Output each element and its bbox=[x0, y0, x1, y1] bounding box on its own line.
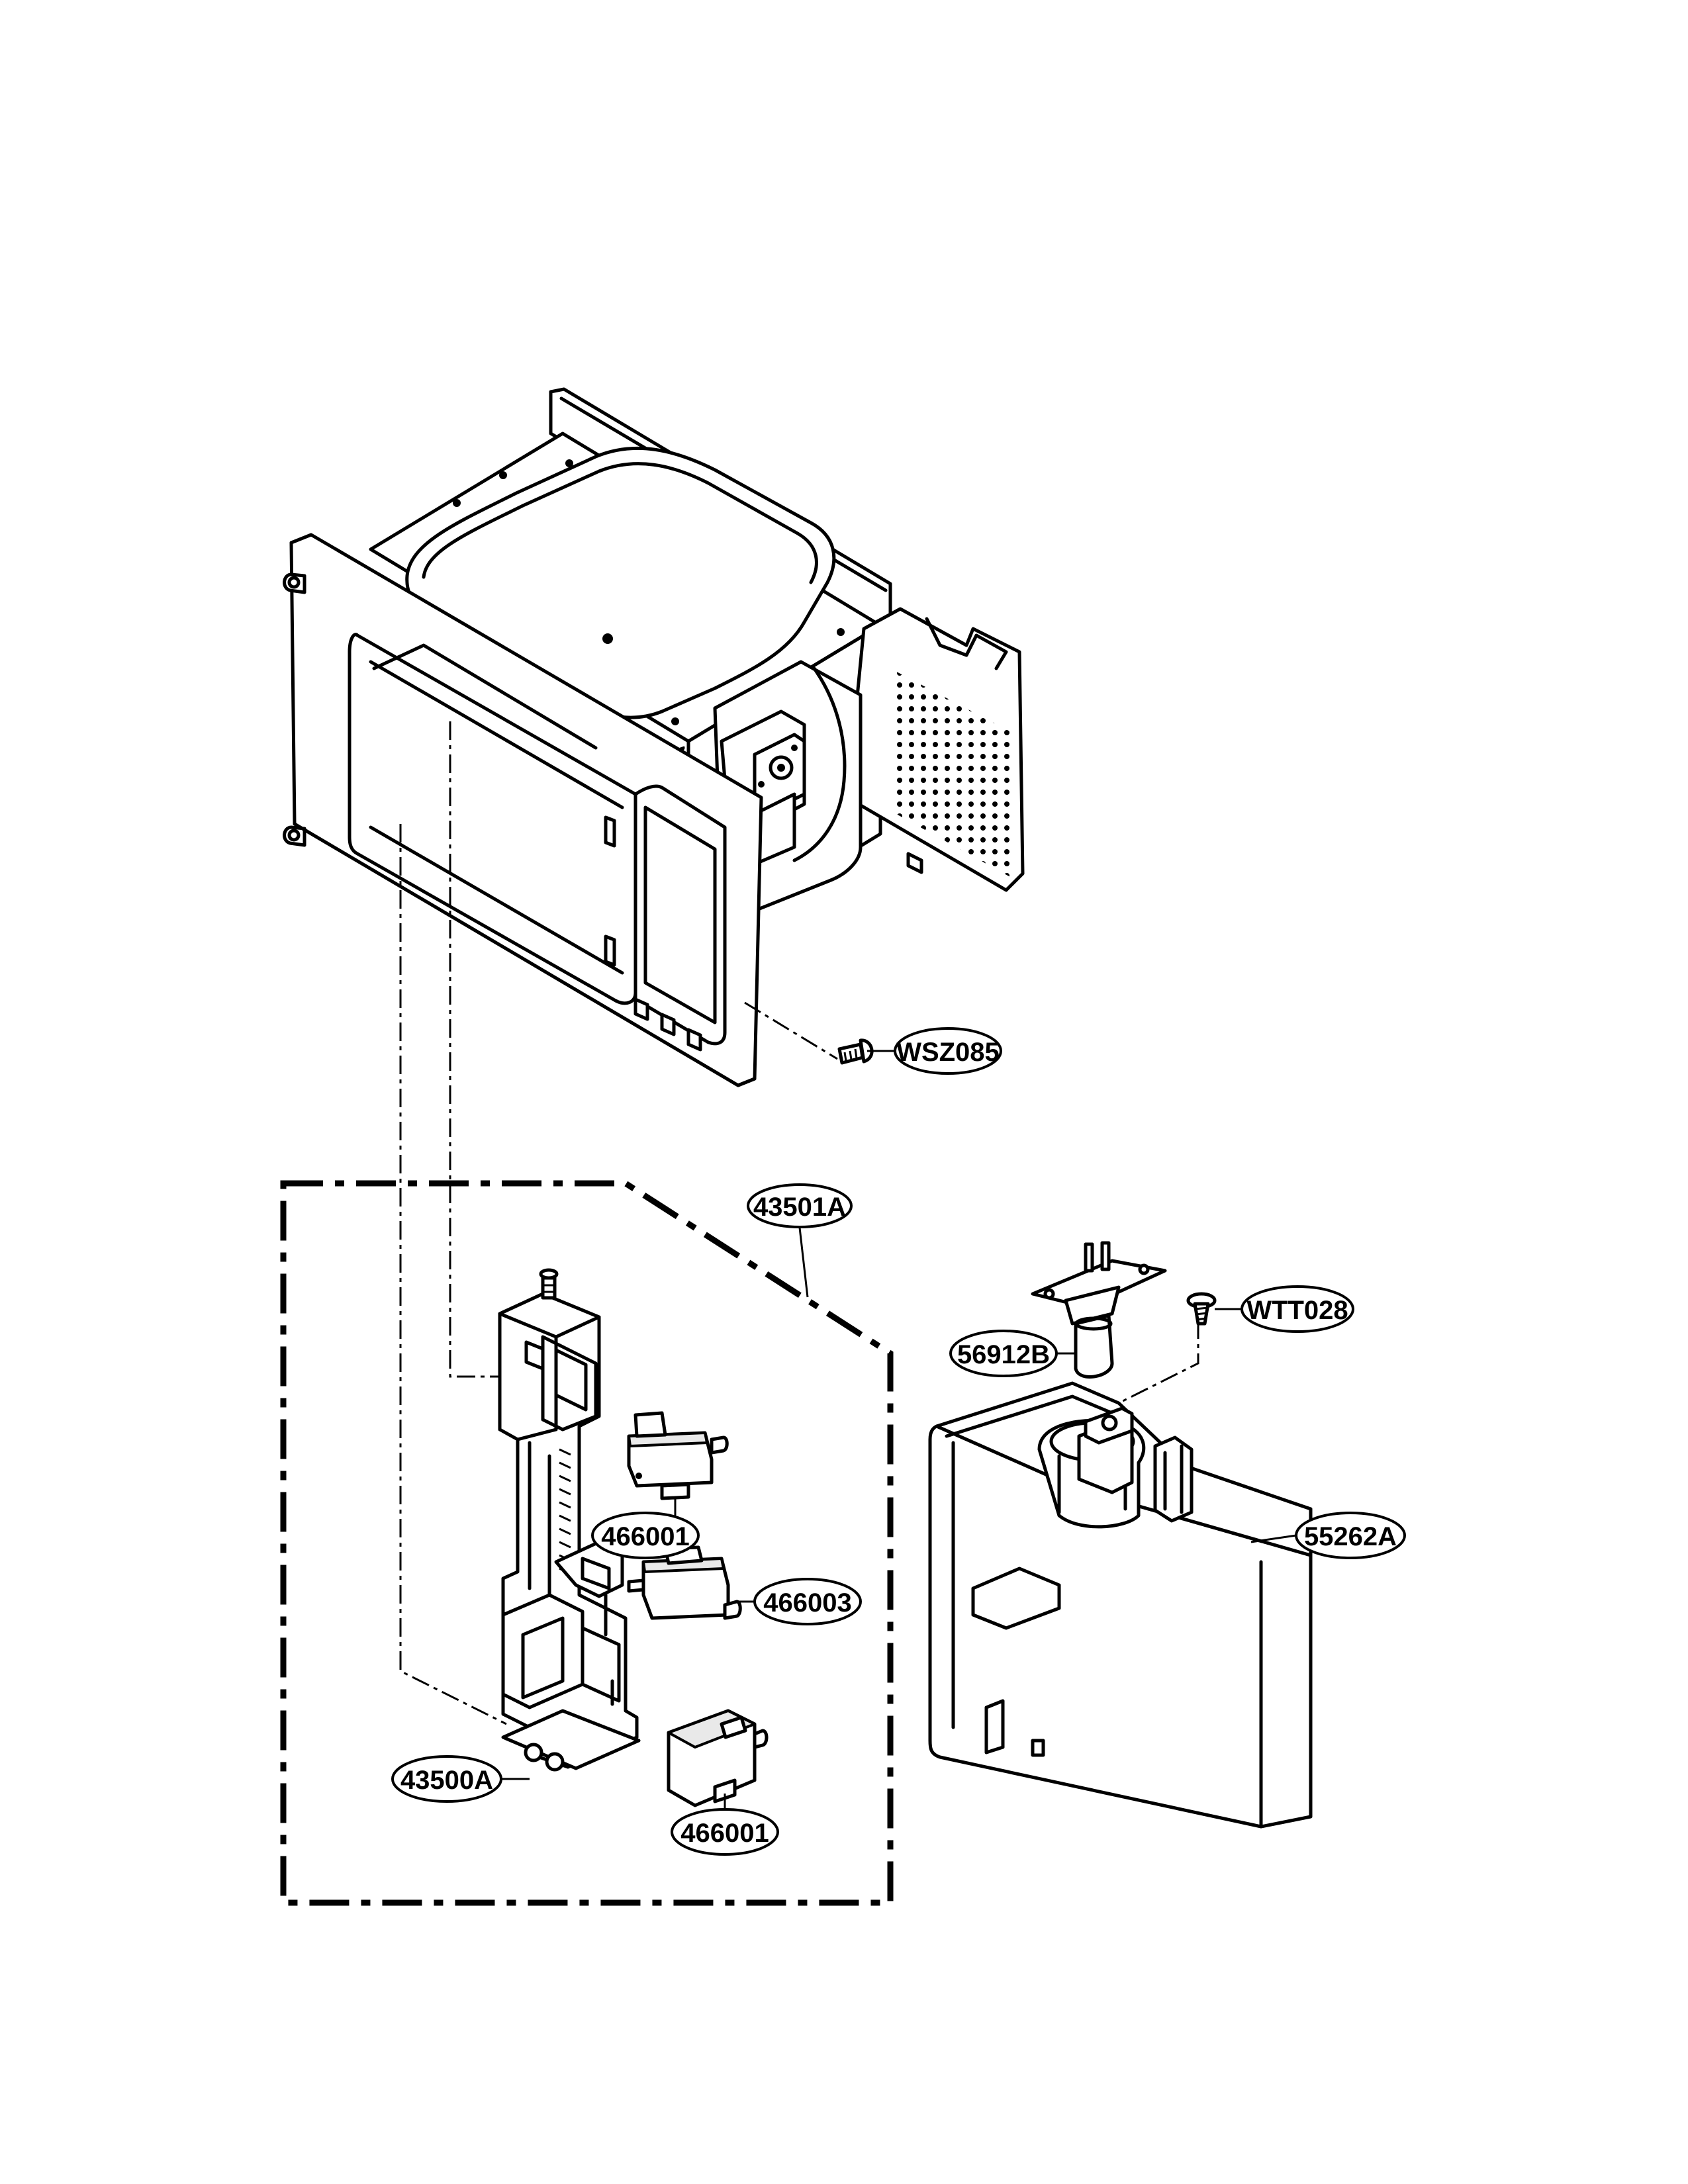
part-label: 55262A bbox=[1304, 1522, 1397, 1551]
callout-466001-upper: 466001 bbox=[591, 1512, 700, 1559]
callout-wtt028: WTT028 bbox=[1241, 1285, 1354, 1333]
part-label: WSZ085 bbox=[896, 1038, 1000, 1067]
part-label: 43500A bbox=[400, 1766, 493, 1795]
lamp-socket-icon bbox=[1031, 1241, 1167, 1379]
door-latch-board-icon bbox=[498, 1268, 641, 1772]
callout-wsz085: WSZ085 bbox=[894, 1027, 1002, 1075]
screw-icon bbox=[837, 1038, 874, 1065]
part-label: 466001 bbox=[601, 1522, 689, 1551]
lamp-bracket-cover-icon bbox=[928, 1381, 1313, 1829]
microwave-cavity-assembly-icon bbox=[283, 387, 1025, 1087]
micro-switch-icon bbox=[627, 1411, 729, 1500]
callout-43500a: 43500A bbox=[391, 1755, 502, 1803]
micro-switch-icon bbox=[627, 1545, 742, 1620]
callout-466003: 466003 bbox=[753, 1578, 862, 1625]
callout-466001-lower: 466001 bbox=[671, 1808, 779, 1856]
micro-switch-icon bbox=[667, 1709, 769, 1807]
callout-55262a: 55262A bbox=[1295, 1512, 1406, 1559]
part-label: WTT028 bbox=[1246, 1296, 1348, 1325]
screw-icon bbox=[1186, 1292, 1217, 1326]
callout-56912b: 56912B bbox=[949, 1330, 1058, 1377]
part-label: 56912B bbox=[957, 1340, 1050, 1369]
callout-43501a: 43501A bbox=[747, 1183, 853, 1228]
latch-assembly-group-boundary bbox=[280, 1180, 894, 1906]
part-label: 466001 bbox=[680, 1819, 769, 1848]
part-label: 466003 bbox=[763, 1588, 851, 1617]
part-label: 43501A bbox=[753, 1193, 846, 1222]
